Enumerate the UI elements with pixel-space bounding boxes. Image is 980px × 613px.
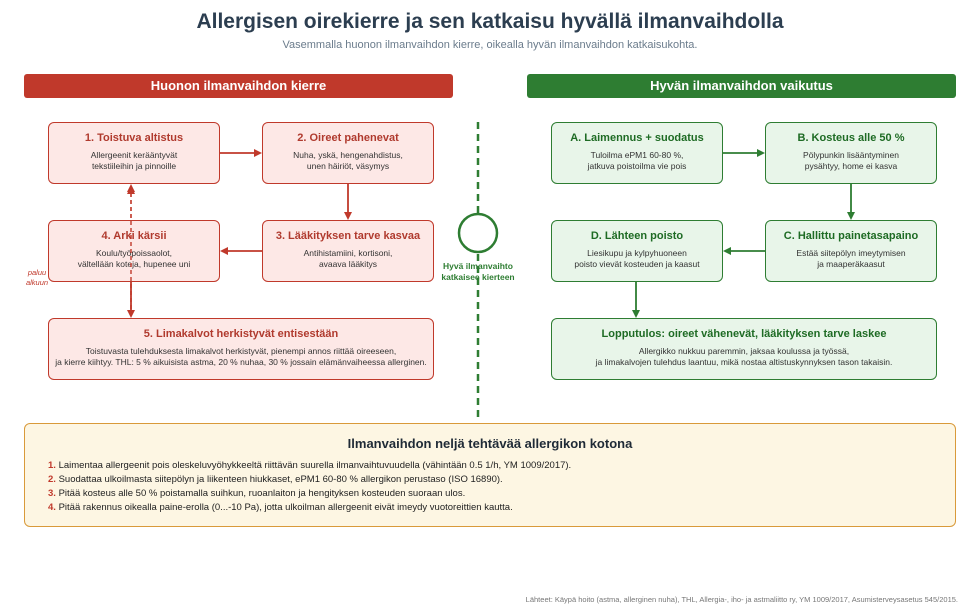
left-node-5: 5. Limakalvot herkistyvät entisestään To… <box>48 318 434 380</box>
node-body: Koulu/työpoissaolot, vältellään koteja, … <box>77 248 191 269</box>
left-node-1: 1. Toistuva altistus Allergeenit keräänt… <box>48 122 220 184</box>
node-body: Antihistamiini, kortisoni, avaava lääkit… <box>303 248 393 269</box>
list-item: 1. Laimentaa allergeenit pois oleskeluvy… <box>48 459 948 473</box>
list-item: 4. Pitää rakennus oikealla paine-erolla … <box>48 501 948 515</box>
node-title: 1. Toistuva altistus <box>84 132 184 144</box>
item-number: 4. <box>48 502 56 513</box>
break-label: Hyvä ilmanvaihto katkaisee kierteen <box>441 261 515 282</box>
node-title: 3. Lääkityksen tarve kasvaa <box>275 230 421 242</box>
item-text: Pitää kosteus alle 50 % poistamalla suih… <box>55 488 466 499</box>
node-title: 2. Oireet pahenevat <box>297 132 399 144</box>
info-title: Ilmanvaihdon neljä tehtävää allergikon k… <box>347 436 633 451</box>
item-text: Suodattaa ulkoilmasta siitepölyn ja liik… <box>55 474 503 485</box>
right-node-b: B. Kosteus alle 50 % Pölypunkin lisäänty… <box>765 122 937 184</box>
node-body: Tuloilma ePM1 60-80 %, jatkuva poistoilm… <box>587 150 687 171</box>
node-body: Nuha, yskä, hengenahdistus, unen häiriöt… <box>293 150 403 171</box>
node-body: Pölypunkin lisääntyminen pysähtyy, home … <box>803 150 899 171</box>
node-body: Allergikko nukkuu paremmin, jaksaa koulu… <box>595 346 893 367</box>
right-node-d: D. Lähteen poisto Liesikupu ja kylpyhuon… <box>551 220 723 282</box>
node-title: 4. Arki kärsii <box>101 230 167 242</box>
sources-footer: Lähteet: Käypä hoito (astma, allerginen … <box>525 595 958 604</box>
item-number: 3. <box>48 488 56 499</box>
left-node-4: 4. Arki kärsii Koulu/työpoissaolot, vält… <box>48 220 220 282</box>
item-number: 1. <box>48 460 56 471</box>
node-body: Liesikupu ja kylpyhuoneen poisto vievät … <box>574 248 700 269</box>
item-text: Laimentaa allergeenit pois oleskeluvyöhy… <box>55 460 572 471</box>
right-section-header: Hyvän ilmanvaihdon vaikutus <box>527 74 956 98</box>
left-section-header: Huonon ilmanvaihdon kierre <box>24 74 453 98</box>
item-text: Pitää rakennus oikealla paine-erolla (0.… <box>55 502 513 513</box>
loop-back-label: paluu alkuun <box>25 268 49 287</box>
left-node-3: 3. Lääkityksen tarve kasvaa Antihistamii… <box>262 220 434 282</box>
node-title: 5. Limakalvot herkistyvät entisestään <box>143 328 339 340</box>
node-title: A. Laimennus + suodatus <box>570 132 704 144</box>
right-node-c: C. Hallittu painetasapaino Estää siitepö… <box>765 220 937 282</box>
node-title: C. Hallittu painetasapaino <box>783 230 919 242</box>
item-number: 2. <box>48 474 56 485</box>
page-title: Allergisen oirekierre ja sen katkaisu hy… <box>196 10 784 33</box>
right-node-result: Lopputulos: oireet vähenevät, lääkitykse… <box>551 318 937 380</box>
node-title: B. Kosteus alle 50 % <box>797 132 905 144</box>
break-circle-icon <box>457 212 499 254</box>
info-list: 1. Laimentaa allergeenit pois oleskeluvy… <box>48 459 948 515</box>
node-title: Lopputulos: oireet vähenevät, lääkitykse… <box>601 328 887 340</box>
node-body: Toistuvasta tulehduksesta limakalvot her… <box>55 346 427 367</box>
list-item: 3. Pitää kosteus alle 50 % poistamalla s… <box>48 487 948 501</box>
left-node-2: 2. Oireet pahenevat Nuha, yskä, hengenah… <box>262 122 434 184</box>
list-item: 2. Suodattaa ulkoilmasta siitepölyn ja l… <box>48 473 948 487</box>
node-body: Allergeenit kerääntyvät tekstiileihin ja… <box>90 150 178 171</box>
right-node-a: A. Laimennus + suodatus Tuloilma ePM1 60… <box>551 122 723 184</box>
node-body: Estää siitepölyn imeytymisen ja maaperäk… <box>796 248 906 269</box>
node-title: D. Lähteen poisto <box>590 230 684 242</box>
page-subtitle: Vasemmalla huonon ilmanvaihdon kierre, o… <box>282 39 698 51</box>
info-box <box>24 423 956 527</box>
